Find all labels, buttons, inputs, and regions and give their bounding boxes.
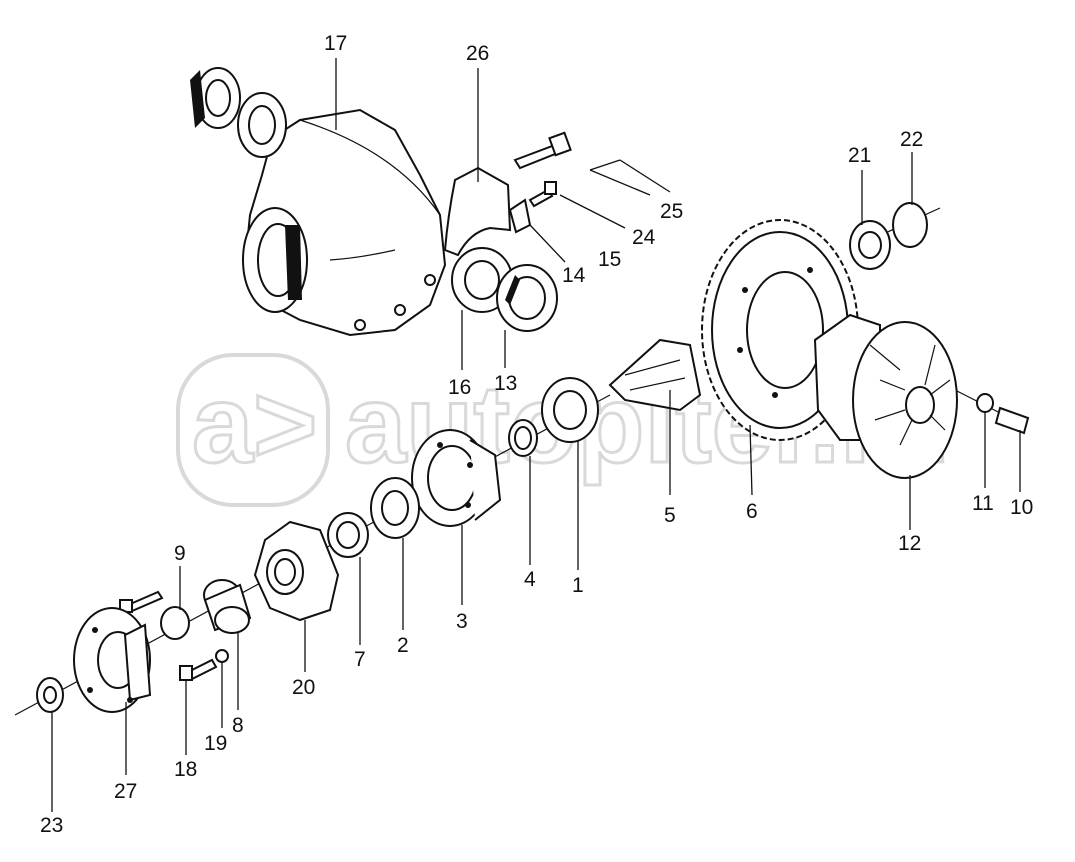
seal-part-7 [327,512,369,558]
label-24: 24 [632,226,656,249]
collar-part-8 [203,579,252,634]
circlip-part-22 [892,202,928,248]
label-26: 26 [466,42,489,65]
bolt-upper-flange [119,590,164,613]
label-6: 6 [746,500,758,523]
label-21: 21 [848,144,871,167]
bolt-part-18 [179,658,218,681]
differential-case-part-12 [813,313,958,479]
label-23: 23 [40,814,63,837]
label-14: 14 [562,264,586,287]
part-labels: 17 26 21 22 25 24 15 14 16 13 5 6 12 11 … [40,32,1033,837]
spacer-ring-part-4 [508,419,538,457]
watermark-logo-frame [176,353,330,507]
bearing-part-1 [541,377,599,443]
label-9: 9 [174,542,186,565]
bolt-part-10 [994,406,1030,435]
o-ring-part-9 [160,606,190,640]
adjusting-nut-part-13 [496,264,558,332]
housing-part-17 [190,67,447,337]
label-8: 8 [232,714,244,737]
label-22: 22 [900,128,923,151]
label-1: 1 [572,574,584,597]
bearing-part-2 [370,477,420,539]
label-27: 27 [114,780,137,803]
bolt-part-15 [528,181,557,208]
leader-lines [51,58,1021,812]
label-4: 4 [524,568,536,591]
label-16: 16 [448,376,471,399]
label-15: 15 [598,248,621,271]
label-17: 17 [324,32,347,55]
label-20: 20 [292,676,315,699]
washer-part-11 [976,393,994,413]
cover-part-20 [253,520,340,622]
label-10: 10 [1010,496,1033,519]
watermark-logo: a> [192,363,317,486]
label-7: 7 [354,648,366,671]
washer-part-19 [215,649,229,663]
lock-plate-part-14 [508,198,532,234]
drive-pinion-part-5 [608,338,702,412]
label-18: 18 [174,758,197,781]
label-25: 25 [660,200,683,223]
bearing-housing-part-3 [411,429,502,527]
label-12: 12 [898,532,921,555]
label-19: 19 [204,732,227,755]
label-11: 11 [972,492,994,515]
bearing-cap-part-26 [443,166,512,257]
label-2: 2 [397,634,409,657]
nut-part-23 [36,677,64,713]
label-13: 13 [494,372,517,395]
flange-part-27 [73,607,152,713]
bearing-part-21 [849,220,891,270]
bolt-part-24 [513,131,572,170]
label-5: 5 [664,504,676,527]
label-3: 3 [456,610,468,633]
